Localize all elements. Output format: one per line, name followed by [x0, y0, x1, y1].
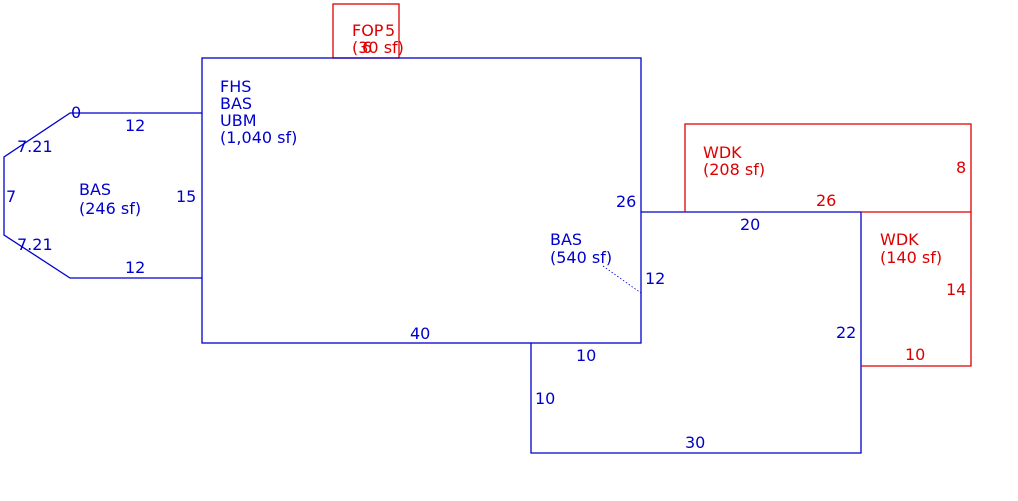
dim-left-top: 12: [125, 116, 145, 135]
main-area-label: (1,040 sf): [220, 128, 297, 147]
dim-right-right-side: 22: [836, 323, 856, 342]
dim-deck1-right: 8: [956, 158, 966, 177]
porch-dim-label: 5: [385, 21, 395, 40]
deck1-code-label: WDK: [703, 143, 742, 162]
main-section-outline: [201, 57, 642, 344]
left-code-label: BAS: [79, 180, 111, 199]
left-section-outline: [3, 112, 202, 279]
dim-left-bottom: 12: [125, 258, 145, 277]
label-leader-line: [602, 265, 642, 294]
deck2-code-label: WDK: [880, 230, 919, 249]
dim-main-right: 26: [616, 192, 636, 211]
right-section-outline: [530, 211, 862, 454]
deck1-area-label: (208 sf): [703, 160, 765, 179]
porch-code-label: FOP: [352, 21, 384, 40]
porch-area-label: (30 sf): [352, 38, 404, 57]
dim-left-side: 7: [6, 187, 16, 206]
porch-dim2-label: 6: [362, 38, 372, 57]
dim-right-notch-bottom: 10: [576, 346, 596, 365]
dim-deck1-bottom: 26: [816, 191, 836, 210]
dim-right-top: 20: [740, 215, 760, 234]
dim-right-notch-side: 12: [645, 269, 665, 288]
deck2-area-label: (140 sf): [880, 248, 942, 267]
deck1-outline: [684, 123, 972, 213]
main-code-2: BAS: [220, 94, 252, 113]
main-code-3: UBM: [220, 111, 257, 130]
dim-left-diag-upper: 7.21: [17, 137, 53, 156]
main-code-1: FHS: [220, 77, 251, 96]
left-area-label: (246 sf): [79, 199, 141, 218]
dim-left-top-label: 0: [71, 103, 81, 122]
right-area-label: (540 sf): [550, 248, 612, 267]
dim-left-diag-lower: 7.21: [17, 235, 53, 254]
dim-deck2-right: 14: [946, 280, 966, 299]
right-code-label: BAS: [550, 230, 582, 249]
dim-deck2-bottom: 10: [905, 345, 925, 364]
dim-right-left-side: 10: [535, 389, 555, 408]
deck2-outline: [861, 212, 972, 367]
dim-left-inner: 15: [176, 187, 196, 206]
dim-main-bottom: 40: [410, 324, 430, 343]
dim-right-bottom: 30: [685, 433, 705, 452]
